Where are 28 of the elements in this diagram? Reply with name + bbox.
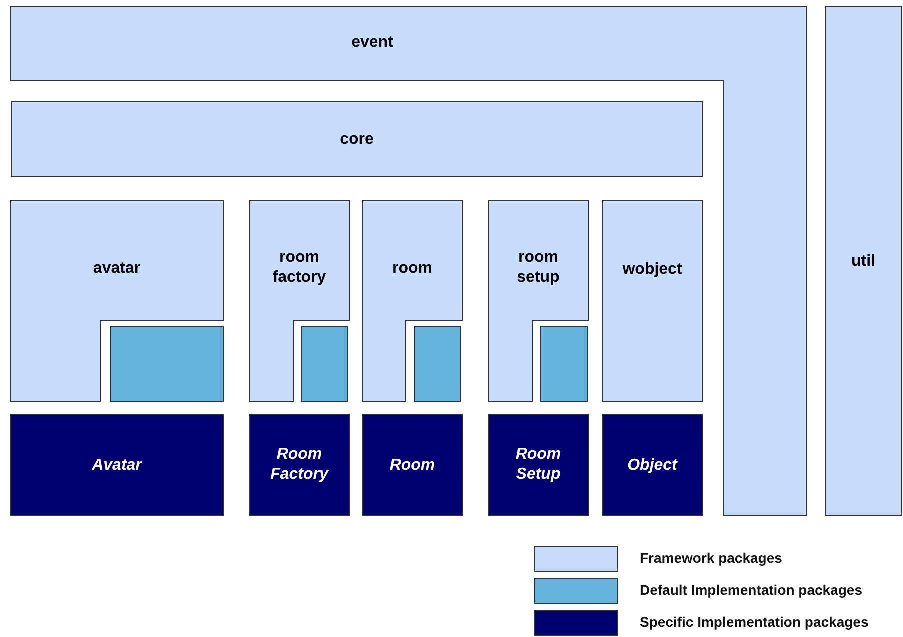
package-name: Room Setup [514, 445, 562, 485]
package-name: room [392, 259, 434, 279]
package-name: core [339, 130, 375, 150]
implementation-block [110, 326, 224, 402]
package-block [249, 414, 350, 516]
package-block [11, 101, 703, 177]
implementation-block [414, 326, 461, 402]
package-block [488, 414, 589, 516]
package-block [602, 414, 703, 516]
package-name: avatar [92, 259, 142, 279]
package-name: room factory [272, 248, 328, 288]
implementation-block [301, 326, 348, 402]
package-name: Room Factory [270, 445, 330, 485]
legend-label: Default Implementation packages [640, 582, 863, 598]
package-name: Room [388, 456, 436, 476]
package-name: Avatar [91, 456, 144, 476]
package-block [362, 414, 463, 516]
package-block [10, 414, 224, 516]
legend-label: Framework packages [640, 550, 782, 566]
legend-label: Specific Implementation packages [640, 614, 869, 630]
implementation-block [540, 326, 588, 402]
package-name: wobject [622, 260, 684, 280]
package-block [602, 200, 703, 402]
package-block [825, 6, 902, 516]
package-name: Object [626, 456, 679, 476]
package-name: room setup [516, 248, 561, 288]
package-name: util [850, 252, 876, 272]
package-name: event [350, 33, 394, 53]
